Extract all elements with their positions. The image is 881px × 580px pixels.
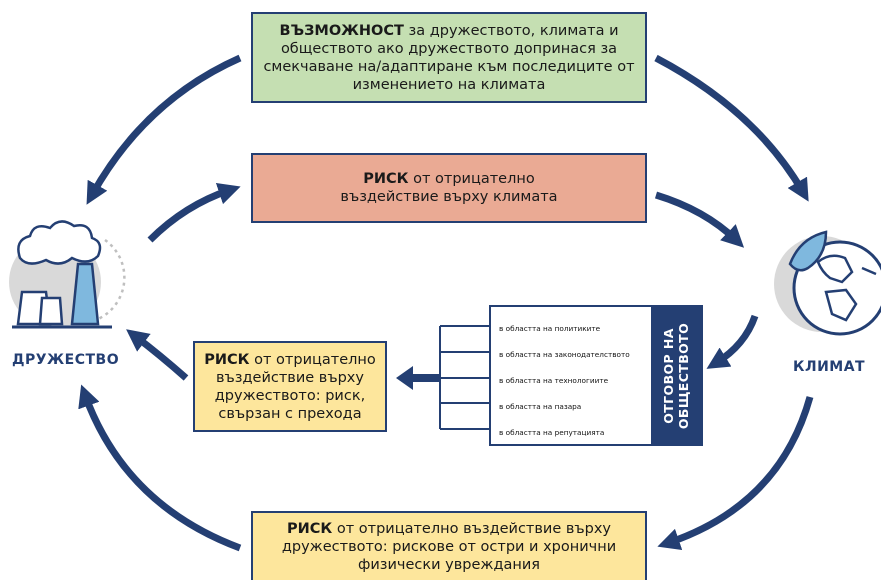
risk-physical-box: РИСК от отрицателно въздействие върху др… <box>251 511 647 580</box>
risk-physical-line1: от отрицателно въздействие върху <box>332 520 612 537</box>
response-list: в областта на политиките в областта на з… <box>499 316 651 446</box>
arrow-opportunity-to-company <box>86 54 242 205</box>
response-bracket <box>439 325 489 430</box>
risk-transition-keyword: РИСК <box>204 351 250 368</box>
risk-transition-box: РИСК от отрицателно въздействие върху др… <box>193 341 387 432</box>
arrow-transition-to-company <box>126 329 189 381</box>
risk-transition-line1: от отрицателно <box>249 351 376 368</box>
response-item-reputation: в областта на репутацията <box>499 428 605 437</box>
arrow-company-to-risk-climate <box>147 182 241 243</box>
arrow-response-to-transition <box>396 366 440 390</box>
society-response-title: ОТГОВОР НА ОБЩЕСТВОТО <box>661 322 691 428</box>
response-item-legislation: в областта на законодателството <box>499 350 630 359</box>
risk-transition-line4: свързан с прехода <box>218 405 362 422</box>
society-response-bar: ОТГОВОР НА ОБЩЕСТВОТО <box>651 307 701 444</box>
company-label: ДРУЖЕСТВО <box>12 352 120 368</box>
risk-physical-line3: физически увреждания <box>357 556 541 573</box>
society-response-title-line2: ОБЩЕСТВОТО <box>676 322 691 429</box>
arrow-climate-to-physical <box>657 396 814 551</box>
response-item-technology: в областта на технологиите <box>499 376 609 385</box>
risk-climate-keyword: РИСК <box>363 171 409 187</box>
arrow-risk-climate-to-climate <box>654 191 745 248</box>
opportunity-line3: смекчаване на/адаптиране към последиците… <box>263 58 635 75</box>
opportunity-line4: изменението на климата <box>352 76 546 93</box>
opportunity-line2: обществото ако дружеството допринася за <box>280 40 618 57</box>
society-response-title-line1: ОТГОВОР НА <box>661 327 676 424</box>
arrow-physical-to-company <box>78 384 242 552</box>
risk-physical-line2: дружеството: рискове от остри и хронични <box>281 538 617 555</box>
arrow-opportunity-to-climate <box>654 54 809 202</box>
risk-climate-box: РИСК от отрицателно въздействие върху кл… <box>251 153 647 223</box>
risk-transition-line3: дружеството: риск, <box>214 387 366 404</box>
opportunity-line1: за дружеството, климата и <box>403 22 619 39</box>
risk-climate-line1: от отрицателно <box>408 171 535 187</box>
risk-climate-line2: въздействие върху климата <box>340 189 558 205</box>
factory-icon <box>9 220 126 329</box>
response-item-market: в областта на пазара <box>499 402 582 411</box>
risk-physical-keyword: РИСК <box>286 520 333 537</box>
opportunity-keyword: ВЪЗМОЖНОСТ <box>279 22 404 39</box>
society-response-panel: в областта на политиките в областта на з… <box>489 305 703 446</box>
risk-transition-line2: въздействие върху <box>216 369 364 386</box>
response-item-policy: в областта на политиките <box>499 324 601 333</box>
climate-label: КЛИМАТ <box>793 359 866 375</box>
opportunity-box: ВЪЗМОЖНОСТ за дружеството, климата и общ… <box>251 12 647 103</box>
globe-icon <box>767 214 881 336</box>
arrow-climate-to-response <box>706 314 759 369</box>
